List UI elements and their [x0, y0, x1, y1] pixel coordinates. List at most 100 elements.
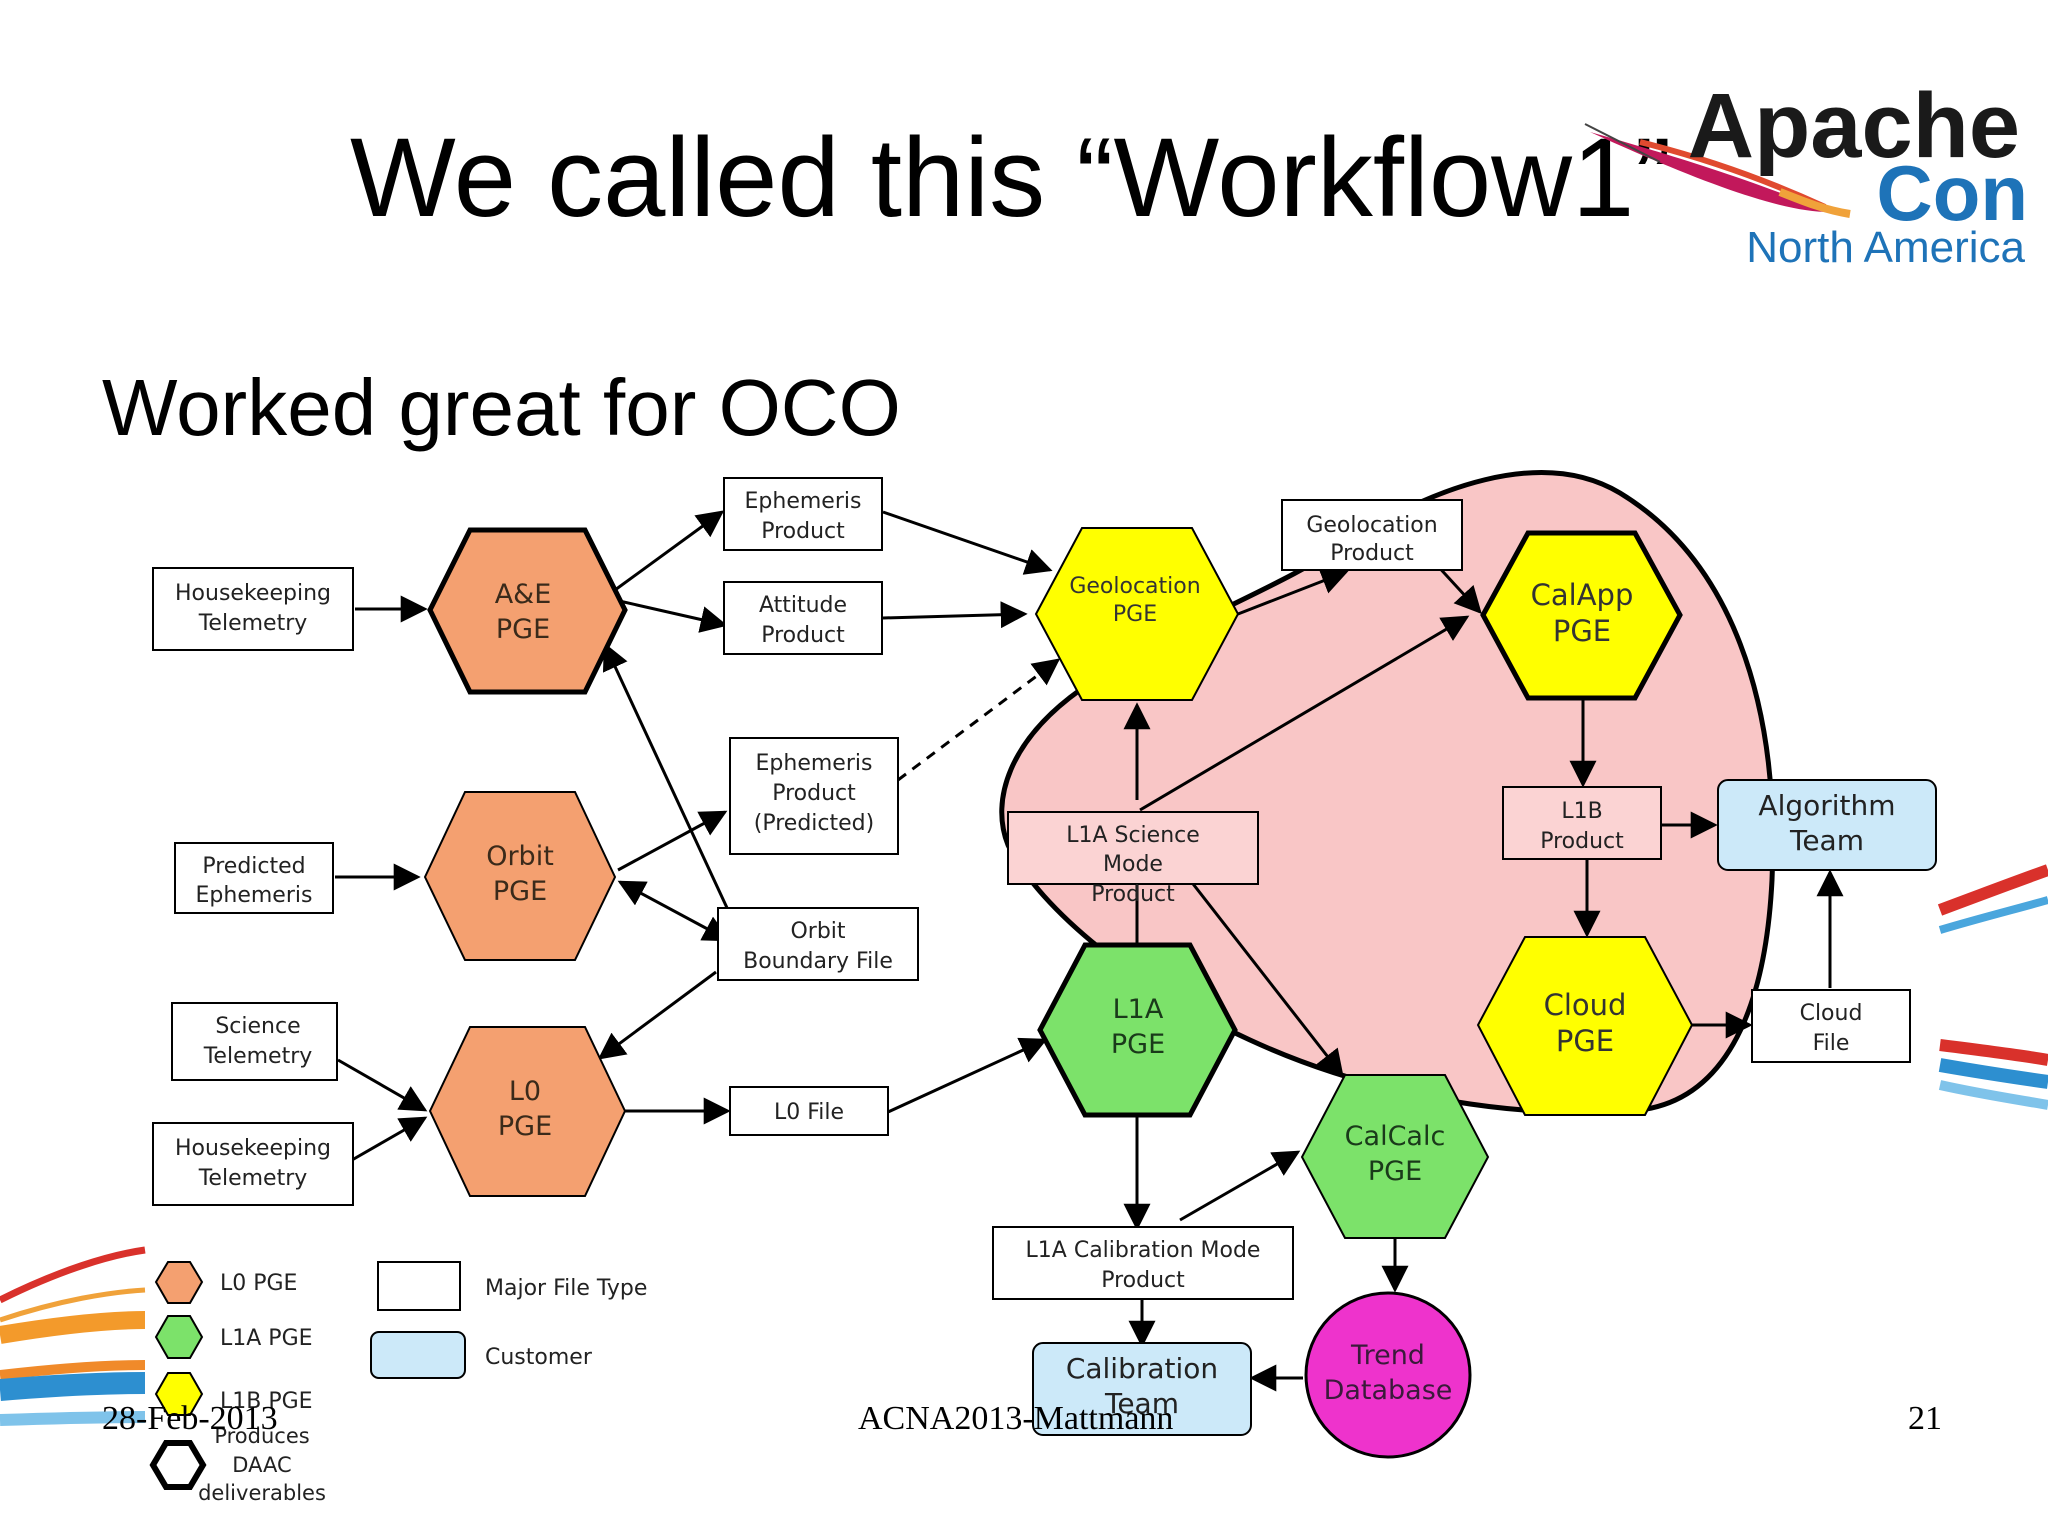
file-label-line1: L1B: [1561, 799, 1602, 824]
l1b-pge-hexagon-icon: [1480, 530, 1683, 701]
pge-label-line2: PGE: [1111, 1029, 1165, 1060]
pge-label-line2: PGE: [496, 614, 550, 645]
file-label-line2: Mode: [1103, 852, 1163, 877]
file-label-line1: Ephemeris: [756, 751, 873, 776]
legend-customer-label: Customer: [485, 1345, 593, 1370]
legend-major-file-label: Major File Type: [485, 1276, 647, 1301]
file-boxes: Housekeeping Telemetry Predicted Ephemer…: [152, 477, 1911, 1300]
pge-cloud: Cloud PGE: [1476, 936, 1694, 1116]
pge-label-line2: PGE: [493, 876, 547, 907]
legend-customer-icon: [370, 1331, 466, 1379]
file-label-line2: Product: [1330, 541, 1414, 566]
l1b-pge-hexagon-icon: [1476, 936, 1694, 1116]
file-predicted-ephemeris: Predicted Ephemeris: [174, 842, 334, 914]
legend-l1b-pge-label: L1B PGE: [220, 1389, 313, 1414]
pge-label-line2: PGE: [1113, 602, 1157, 627]
file-l0-file: L0 File: [729, 1086, 889, 1136]
file-science-telemetry: Science Telemetry: [171, 1002, 338, 1081]
legend-l1b-pge-icon: [154, 1372, 204, 1416]
file-attitude-product: Attitude Product: [723, 581, 883, 655]
pge-label-line1: L0: [509, 1076, 541, 1107]
customer-label-line1: Calibration: [1066, 1352, 1218, 1385]
file-hk-telemetry-1: Housekeeping Telemetry: [152, 567, 354, 651]
connectors: [335, 510, 1844, 1392]
l1a-pge-hexagon-icon: [1300, 1074, 1490, 1239]
pge-label-line1: CalApp: [1531, 578, 1634, 612]
pge-l1a: L1A PGE: [1037, 942, 1238, 1118]
file-l1b-product: L1B Product: [1502, 786, 1662, 860]
right-swoosh: [1937, 864, 2048, 1110]
logo-north-america-text: North America: [1746, 223, 2025, 272]
pge-label-line1: A&E: [495, 579, 552, 610]
pge-geolocation: Geolocation PGE: [1034, 527, 1240, 701]
pge-l0: L0 PGE: [428, 1026, 627, 1197]
file-label-line2: Ephemeris: [196, 883, 313, 908]
l1b-pge-hexagon-icon: [1034, 527, 1240, 701]
pge-orbit: Orbit PGE: [423, 791, 617, 961]
file-label-line1: Housekeeping: [175, 581, 331, 606]
customer-label-line2: Team: [1789, 824, 1864, 857]
feather-icon: [1584, 123, 1851, 218]
file-label-line1: Cloud: [1800, 1001, 1863, 1026]
file-label-line3: (Predicted): [754, 811, 874, 836]
logo-apache-text: Apache: [1688, 75, 2020, 177]
file-label-line1: Geolocation: [1306, 513, 1437, 538]
pge-calapp: CalApp PGE: [1480, 530, 1683, 701]
file-label-line1: L1A Science: [1066, 823, 1200, 848]
legend-daac-line3: deliverables: [198, 1481, 326, 1505]
page-number: 21: [1908, 1400, 1942, 1437]
logo-con-text: Con: [1876, 149, 2028, 237]
file-label-line1: Predicted: [202, 854, 305, 879]
legend-l0-pge-label: L0 PGE: [220, 1271, 297, 1296]
left-swoosh: [0, 1246, 146, 1426]
l0-pge-hexagon-icon: [427, 527, 628, 695]
file-label-line3: Product: [1091, 882, 1175, 907]
apachecon-logo: Apache Con North America: [1584, 75, 2028, 272]
footer-date: 28-Feb-2013: [102, 1400, 278, 1437]
file-label-line1: Science: [215, 1014, 300, 1039]
pge-label-line1: Orbit: [486, 841, 554, 872]
file-label-line1: L0 File: [774, 1100, 844, 1125]
file-ephemeris-predicted: Ephemeris Product (Predicted): [729, 737, 899, 855]
trend-database-line2: Database: [1324, 1375, 1453, 1406]
file-hk-telemetry-2: Housekeeping Telemetry: [152, 1122, 354, 1206]
file-label-line1: Orbit: [790, 919, 845, 944]
trend-database: Trend Database: [1304, 1291, 1472, 1459]
file-label-line2: Product: [1540, 829, 1624, 854]
file-label-line1: Attitude: [759, 593, 847, 618]
pge-label-line2: PGE: [1368, 1156, 1422, 1187]
file-label-line2: Product: [772, 781, 856, 806]
legend-l1a-pge-label: L1A PGE: [220, 1326, 313, 1351]
file-l1a-science: L1A Science Mode Product: [1007, 811, 1259, 907]
file-label-line2: Product: [1101, 1268, 1185, 1293]
pge-ae: A&E PGE: [427, 527, 628, 695]
trend-database-line1: Trend: [1350, 1340, 1425, 1371]
customer-algorithm-team: Algorithm Team: [1717, 779, 1937, 871]
customer-label-line2: Team: [1104, 1387, 1179, 1420]
file-cloud-file: Cloud File: [1751, 989, 1911, 1063]
l0-pge-hexagon-icon: [428, 1026, 627, 1197]
file-label-line2: Product: [761, 519, 845, 544]
file-label-line1: Ephemeris: [745, 489, 862, 514]
slide-title: We called this “Workflow1”: [350, 115, 1672, 240]
file-l1a-calibration: L1A Calibration Mode Product: [992, 1226, 1294, 1300]
customer-box: [1717, 779, 1937, 871]
pge-label-line2: PGE: [498, 1111, 552, 1142]
file-label-line2: Telemetry: [198, 611, 308, 636]
file-label-line2: File: [1813, 1031, 1850, 1056]
legend: L0 PGE L1A PGE L1B PGE Produces DAAC del…: [149, 1261, 647, 1505]
customer-label-line1: Algorithm: [1758, 789, 1895, 822]
file-label-line2: Telemetry: [198, 1166, 308, 1191]
trend-database-circle-icon: [1304, 1291, 1472, 1459]
l1a-pge-hexagon-icon: [1037, 942, 1238, 1118]
slide-subtitle: Worked great for OCO: [102, 363, 901, 452]
customer-box: [1032, 1342, 1252, 1436]
pge-label-line1: Geolocation: [1069, 574, 1200, 599]
file-label-line2: Product: [761, 623, 845, 648]
pge-label-line1: Cloud: [1544, 988, 1627, 1022]
pge-label-line1: L1A: [1113, 994, 1164, 1025]
legend-l0-pge-icon: [154, 1261, 204, 1304]
legend-daac-line2: DAAC: [232, 1453, 291, 1477]
legend-daac-line1: Produces: [214, 1424, 309, 1448]
